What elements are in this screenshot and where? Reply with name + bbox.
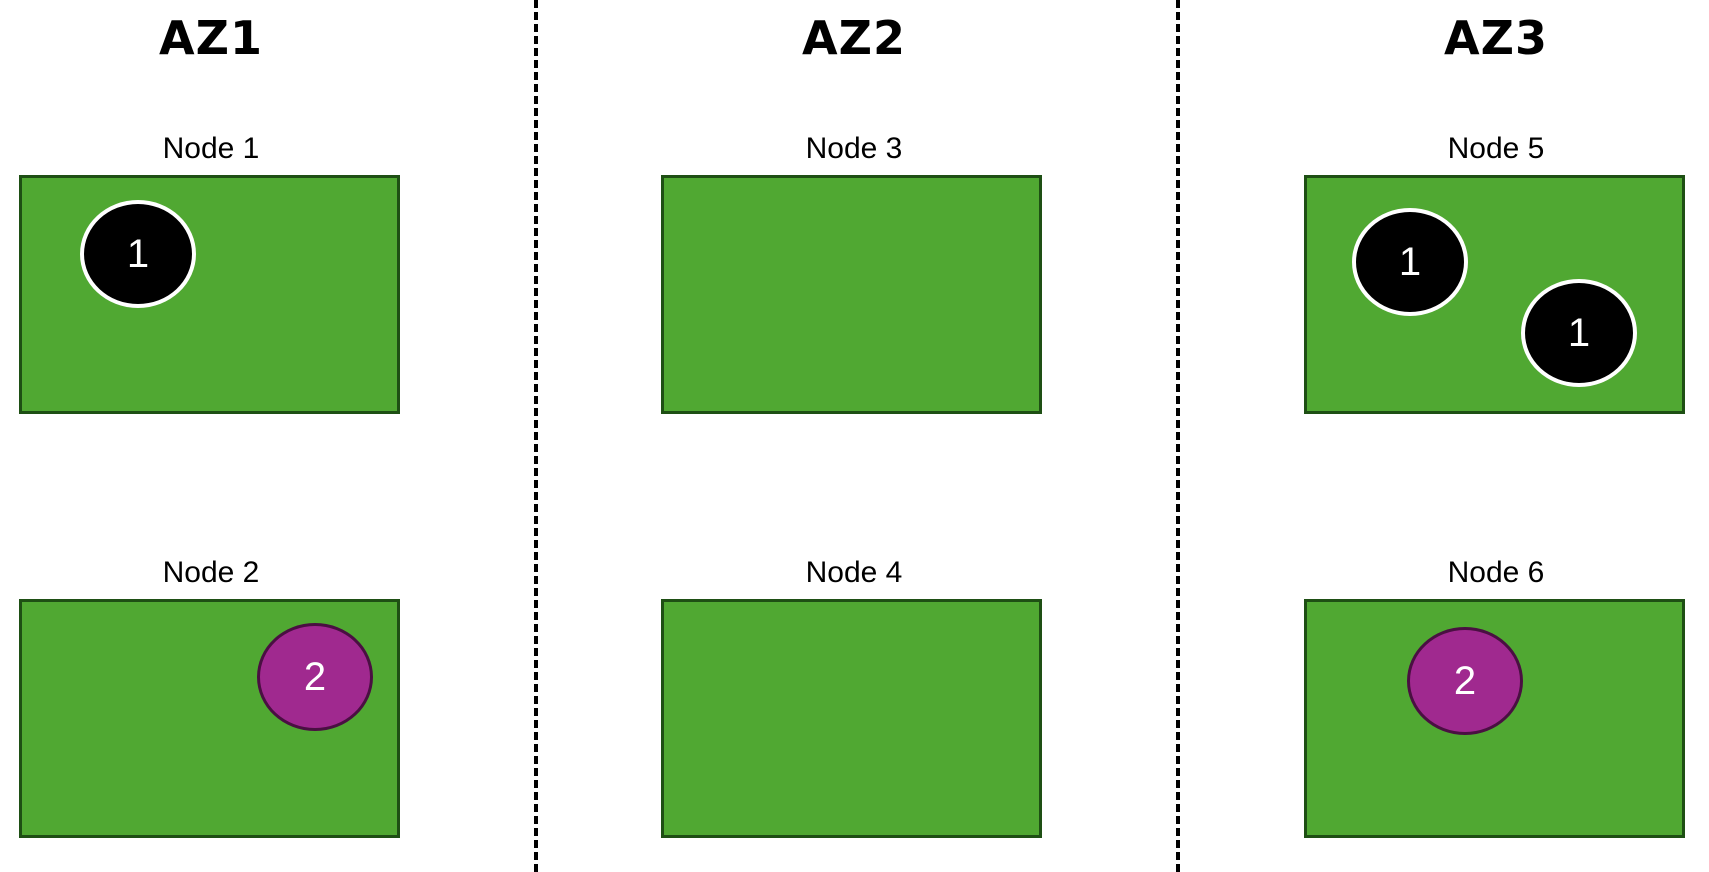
node-label: Node 1 — [162, 132, 260, 165]
node-box[interactable] — [661, 599, 1042, 838]
node-label: Node 5 — [1447, 132, 1545, 165]
zone-title-az2: AZ2 — [802, 11, 906, 65]
pod[interactable]: 2 — [1407, 627, 1523, 735]
pod[interactable]: 1 — [80, 200, 196, 308]
node-box[interactable]: 2 — [19, 599, 400, 838]
node-box[interactable] — [661, 175, 1042, 414]
node-label: Node 4 — [805, 556, 903, 589]
node-label: Node 2 — [162, 556, 260, 589]
node-box[interactable]: 1 1 — [1304, 175, 1685, 414]
node-box[interactable]: 1 — [19, 175, 400, 414]
zone-divider-left — [534, 0, 538, 872]
pod[interactable]: 2 — [257, 623, 373, 731]
zone-title-az3: AZ3 — [1444, 11, 1548, 65]
pod[interactable]: 1 — [1521, 279, 1637, 387]
node-label: Node 6 — [1447, 556, 1545, 589]
zone-divider-right — [1176, 0, 1180, 872]
pod[interactable]: 1 — [1352, 208, 1468, 316]
node-box[interactable]: 2 — [1304, 599, 1685, 838]
zone-title-az1: AZ1 — [159, 11, 263, 65]
node-label: Node 3 — [805, 132, 903, 165]
